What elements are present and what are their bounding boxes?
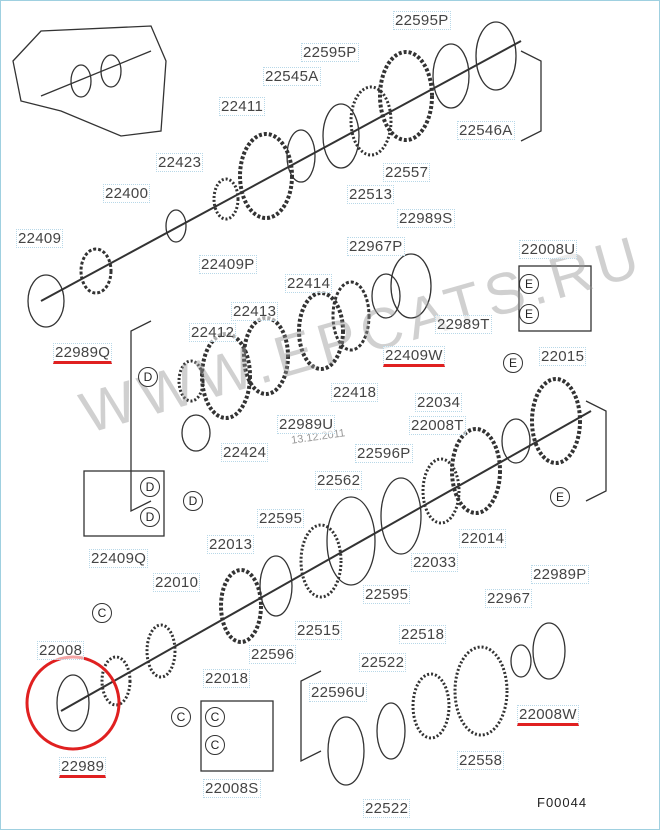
callout-c: C [92,603,112,623]
highlight-circle [25,655,121,751]
part-number-label-22596[interactable]: 22596 [249,645,297,664]
part-number-label-22522[interactable]: 22522 [363,799,411,818]
synchronizer-assembly [300,622,566,786]
part-number-label-22989T[interactable]: 22989T [435,315,492,334]
callout-e: E [550,487,570,507]
callout-e: E [519,304,539,324]
part-number-label-22014[interactable]: 22014 [459,529,507,548]
part-number-label-22008T[interactable]: 22008T [409,416,466,435]
part-number-label-22518[interactable]: 22518 [399,625,447,644]
part-number-label-22595[interactable]: 22595 [257,509,305,528]
kit-box-22008s [200,700,274,772]
part-number-label-22522[interactable]: 22522 [359,653,407,672]
part-number-label-22409[interactable]: 22409 [16,229,64,248]
part-number-label-22967[interactable]: 22967 [485,589,533,608]
input-shaft-assembly [27,21,542,328]
part-number-label-22034[interactable]: 22034 [415,393,463,412]
callout-d: D [183,491,203,511]
part-number-label-22546A[interactable]: 22546A [457,121,515,140]
part-number-label-22423[interactable]: 22423 [156,153,204,172]
part-number-label-22989P[interactable]: 22989P [531,565,589,584]
part-number-label-22409P[interactable]: 22409P [199,255,257,274]
part-number-label-22008U[interactable]: 22008U [519,240,578,259]
part-number-label-22008W[interactable]: 22008W [517,705,579,726]
part-number-label-22595P[interactable]: 22595P [393,11,451,30]
callout-c: C [205,735,225,755]
part-number-label-22409Q[interactable]: 22409Q [89,549,149,568]
callout-c: C [171,707,191,727]
part-number-label-22013[interactable]: 22013 [207,535,255,554]
part-number-label-22595P[interactable]: 22595P [301,43,359,62]
part-number-label-22409W[interactable]: 22409W [383,346,445,367]
callout-d: D [138,367,158,387]
callout-e: E [519,274,539,294]
part-number-label-22008S[interactable]: 22008S [203,779,261,798]
part-number-label-22424[interactable]: 22424 [221,443,269,462]
part-number-label-22015[interactable]: 22015 [539,347,587,366]
countershaft-assembly [130,253,432,513]
part-number-label-22018[interactable]: 22018 [203,669,251,688]
part-number-label-22545A[interactable]: 22545A [263,67,321,86]
part-number-label-22596P[interactable]: 22596P [355,444,413,463]
callout-d: D [140,477,160,497]
part-number-label-22989[interactable]: 22989 [59,757,107,778]
part-number-label-22413[interactable]: 22413 [231,302,279,321]
part-number-label-22562[interactable]: 22562 [315,471,363,490]
part-number-label-22513[interactable]: 22513 [347,185,395,204]
part-number-label-22989S[interactable]: 22989S [397,209,455,228]
part-number-label-22515[interactable]: 22515 [295,621,343,640]
callout-e: E [503,353,523,373]
kit-box-22008u [518,265,592,332]
callout-c: C [205,707,225,727]
part-number-label-22008[interactable]: 22008 [37,641,85,660]
transmission-inset-drawing [12,25,167,137]
part-number-label-22010[interactable]: 22010 [153,573,201,592]
part-number-label-22418[interactable]: 22418 [331,383,379,402]
part-number-label-22989U[interactable]: 22989U [277,415,336,434]
part-number-label-22412[interactable]: 22412 [189,323,237,342]
part-number-label-22595[interactable]: 22595 [363,585,411,604]
output-shaft-assembly [56,377,607,732]
figure-code: F00044 [537,795,588,810]
part-number-label-22967P[interactable]: 22967P [347,237,405,256]
part-number-label-22033[interactable]: 22033 [411,553,459,572]
part-number-label-22558[interactable]: 22558 [457,751,505,770]
part-number-label-22989Q[interactable]: 22989Q [53,343,113,364]
callout-d: D [140,507,160,527]
part-number-label-22596U[interactable]: 22596U [309,683,368,702]
part-number-label-22411[interactable]: 22411 [219,97,266,116]
kit-box-22409q [83,470,165,537]
part-number-label-22557[interactable]: 22557 [383,163,431,182]
part-number-label-22400[interactable]: 22400 [103,184,151,203]
part-number-label-22414[interactable]: 22414 [285,274,333,293]
